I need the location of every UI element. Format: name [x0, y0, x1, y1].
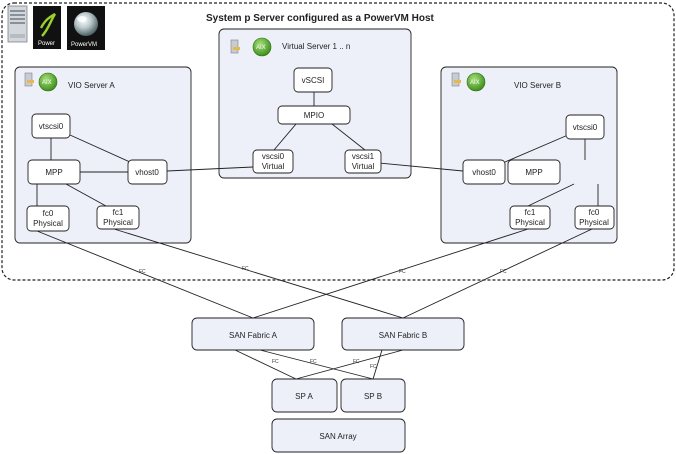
- svg-text:vscsi0: vscsi0: [262, 152, 285, 161]
- fc-label: FC: [370, 364, 377, 370]
- svg-text:vtscsi0: vtscsi0: [39, 122, 64, 131]
- fc-label: FC: [139, 269, 146, 275]
- san-array-node: SAN Array: [271, 418, 406, 453]
- svg-text:Physical: Physical: [515, 218, 545, 227]
- svg-text:Physical: Physical: [579, 218, 609, 227]
- svg-text:fc0: fc0: [43, 209, 54, 218]
- svg-text:SP B: SP B: [364, 392, 382, 401]
- svg-text:SAN Array: SAN Array: [319, 432, 356, 441]
- vio-a-vtscsi-node: vtscsi0: [31, 113, 71, 139]
- virtual-server-aix-badge: AIX: [252, 37, 272, 57]
- svg-text:AIX: AIX: [42, 80, 52, 86]
- vs-vscsi-node: vSCSI: [293, 67, 333, 93]
- vio-b-fc1-node: fc1 Physical: [509, 205, 551, 230]
- vio-b-server-icon: [451, 72, 461, 87]
- svg-text:Physical: Physical: [33, 219, 63, 228]
- page-title: System p Server configured as a PowerVM …: [206, 13, 435, 24]
- vio-server-b-box: [440, 66, 618, 244]
- vio-server-a-label: VIO Server A: [68, 81, 115, 90]
- vio-a-vhost-node: vhost0: [127, 159, 168, 185]
- fc-label: FC: [353, 359, 360, 365]
- virtual-server-box: [218, 28, 412, 179]
- sp-a-node: SP A: [271, 378, 338, 413]
- svg-text:vSCSI: vSCSI: [302, 76, 325, 85]
- svg-text:AIX: AIX: [470, 80, 480, 86]
- vio-b-vtscsi-node: vtscsi0: [565, 114, 605, 140]
- sp-b-node: SP B: [340, 378, 406, 413]
- vio-b-aix-badge: AIX: [466, 72, 486, 92]
- server-tower-icon: [7, 5, 28, 43]
- fc-label: FC: [310, 359, 317, 365]
- svg-text:fc1: fc1: [525, 208, 536, 217]
- vs-vscsi0-node: vscsi0 Virtual: [252, 149, 294, 174]
- vs-mpio-node: MPIO: [277, 105, 351, 125]
- svg-text:Physical: Physical: [103, 218, 133, 227]
- vio-a-fc1-node: fc1 Physical: [96, 205, 140, 230]
- svg-text:MPIO: MPIO: [304, 111, 324, 120]
- powervm-logo-text: PowerVM: [71, 42, 97, 48]
- fc-label: FC: [399, 269, 406, 275]
- vio-b-fc0-node: fc0 Physical: [574, 205, 615, 230]
- vio-server-a-box: [14, 66, 192, 244]
- svg-text:vtscsi0: vtscsi0: [573, 123, 598, 132]
- fc-label: FC: [272, 359, 279, 365]
- san-fabric-b-node: SAN Fabric B: [341, 317, 465, 351]
- vio-a-fc0-node: fc0 Physical: [26, 205, 70, 232]
- virtual-server-label: Virtual Server 1 .. n: [282, 42, 350, 51]
- svg-text:SAN Fabric B: SAN Fabric B: [379, 331, 427, 340]
- fc-label: FC: [242, 266, 249, 272]
- fc-labels: FC FC FC FC FC FC FC FC: [139, 266, 507, 370]
- san-fabric-a-node: SAN Fabric A: [191, 317, 315, 351]
- vio-server-b-label: VIO Server B: [514, 81, 561, 90]
- svg-text:AIX: AIX: [256, 45, 266, 51]
- vio-b-vhost-node: vhost0: [462, 159, 506, 185]
- svg-text:fc0: fc0: [589, 208, 600, 217]
- vio-b-mpp-node: MPP: [507, 159, 561, 185]
- virtual-server-server-icon: [230, 39, 240, 54]
- svg-text:Virtual: Virtual: [262, 162, 285, 171]
- svg-text:vhost0: vhost0: [472, 168, 496, 177]
- svg-text:vscsi1: vscsi1: [352, 152, 375, 161]
- svg-text:SP A: SP A: [295, 392, 313, 401]
- svg-text:vhost0: vhost0: [135, 168, 159, 177]
- vio-a-mpp-node: MPP: [27, 159, 81, 185]
- vs-vscsi1-node: vscsi1 Virtual: [344, 149, 382, 174]
- svg-text:fc1: fc1: [113, 208, 124, 217]
- svg-text:MPP: MPP: [45, 168, 62, 177]
- svg-text:SAN Fabric A: SAN Fabric A: [229, 331, 278, 340]
- fc-label: FC: [500, 269, 507, 275]
- svg-text:Virtual: Virtual: [352, 162, 375, 171]
- svg-text:MPP: MPP: [525, 168, 542, 177]
- powervm-logo: PowerVM: [67, 6, 105, 50]
- vio-a-aix-badge: AIX: [38, 72, 58, 92]
- power-logo: Power: [33, 6, 61, 49]
- power-logo-text: Power: [38, 41, 55, 47]
- vio-a-server-icon: [24, 72, 34, 87]
